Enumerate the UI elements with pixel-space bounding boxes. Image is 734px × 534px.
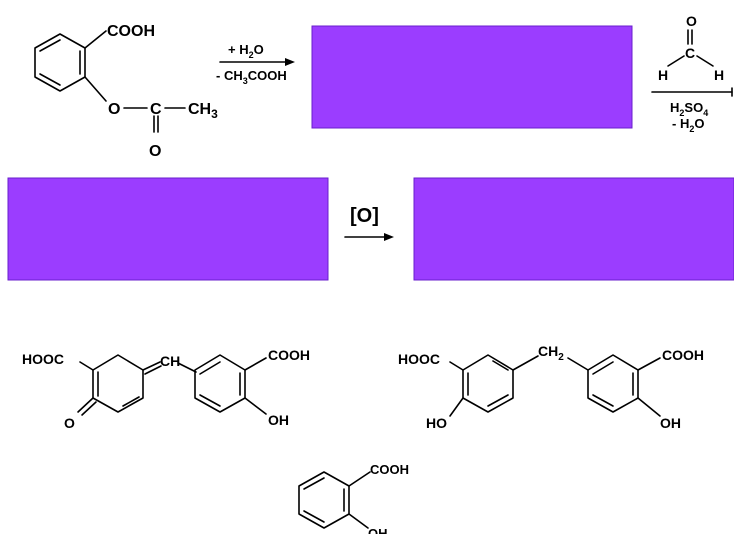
methylene-hooc-label: HOOC [398,351,440,367]
formula-segment: - CH [216,68,243,83]
formaldehyde-h-right-label: H [714,67,724,83]
formula-subscript: 2 [249,50,254,60]
formula-segment: COOH [248,68,287,83]
option-salicylic-molecule[interactable]: COOH OH [298,462,409,534]
aspirin-ester-o-label: O [108,101,120,118]
formula-segment: CH [188,101,211,118]
answer-box-2[interactable] [7,177,329,281]
step2-reagent-below-1: H2SO4 [670,100,708,118]
formula-segment: + H [228,42,249,57]
formula-segment: - H [672,116,689,131]
aspirin-carbonyl-o-label: O [149,143,161,160]
methylene-oh-label: OH [660,415,681,431]
step2-arrow: H2SO4 - H2O [651,87,733,134]
methylene-ho-label: HO [426,415,447,431]
formula-segment: O [254,42,264,57]
aspirin-cooh-label: COOH [107,23,155,40]
methylene-ch2-text: CH2 [538,343,564,363]
salicylic-oh-label: OH [368,526,388,534]
aspirin-carbonyl-c-label: C [150,101,162,118]
step1-reagent-above: + H2O [228,42,264,60]
answer-box-3[interactable] [413,177,734,281]
quinoid-oh-label: OH [268,412,289,428]
salicylic-cooh-label: COOH [370,462,409,477]
quinoid-keto-o-label: O [64,415,75,431]
answer-box-1[interactable] [311,25,633,129]
formula-subscript: 2 [679,108,684,118]
aspirin-methyl-text: CH3 [188,101,218,121]
quinoid-ch-label: CH [160,353,180,369]
formula-subscript: 3 [243,76,248,86]
aspirin-methyl-label: CH3 [188,101,218,121]
formula-subscript: 2 [689,124,694,134]
formula-segment: H [670,100,679,115]
step3-arrow: [O] [344,205,394,241]
methylene-ch2-label: CH2 [538,343,564,363]
formula-segment: SO [684,100,703,115]
step1-arrow: + H2O - CH3COOH [216,42,295,86]
quinoid-hooc-label: HOOC [22,351,64,367]
quinoid-cooh-label: COOH [268,347,310,363]
formula-segment: CH [538,343,558,359]
step2-reagent-below-2: - H2O [672,116,704,134]
formula-segment: O [694,116,704,131]
formaldehyde-h-left-label: H [658,67,668,83]
formula-subscript: 3 [211,107,218,121]
formaldehyde-o-label: O [686,13,697,29]
step3-reagent-above: [O] [350,205,379,227]
step1-reagent-below: - CH3COOH [216,68,287,86]
option-quinoid-molecule[interactable]: HOOC CH COOH O OH [22,347,310,431]
methylene-cooh-label: COOH [662,347,704,363]
formula-subscript: 4 [703,108,708,118]
option-methylene-molecule[interactable]: HOOC CH2 COOH HO OH [398,343,704,431]
formaldehyde-molecule: O C H H [658,13,724,83]
aspirin-molecule: COOH O C CH3 O [34,23,218,160]
formula-subscript: 2 [558,352,564,363]
formaldehyde-c-label: C [685,45,695,61]
